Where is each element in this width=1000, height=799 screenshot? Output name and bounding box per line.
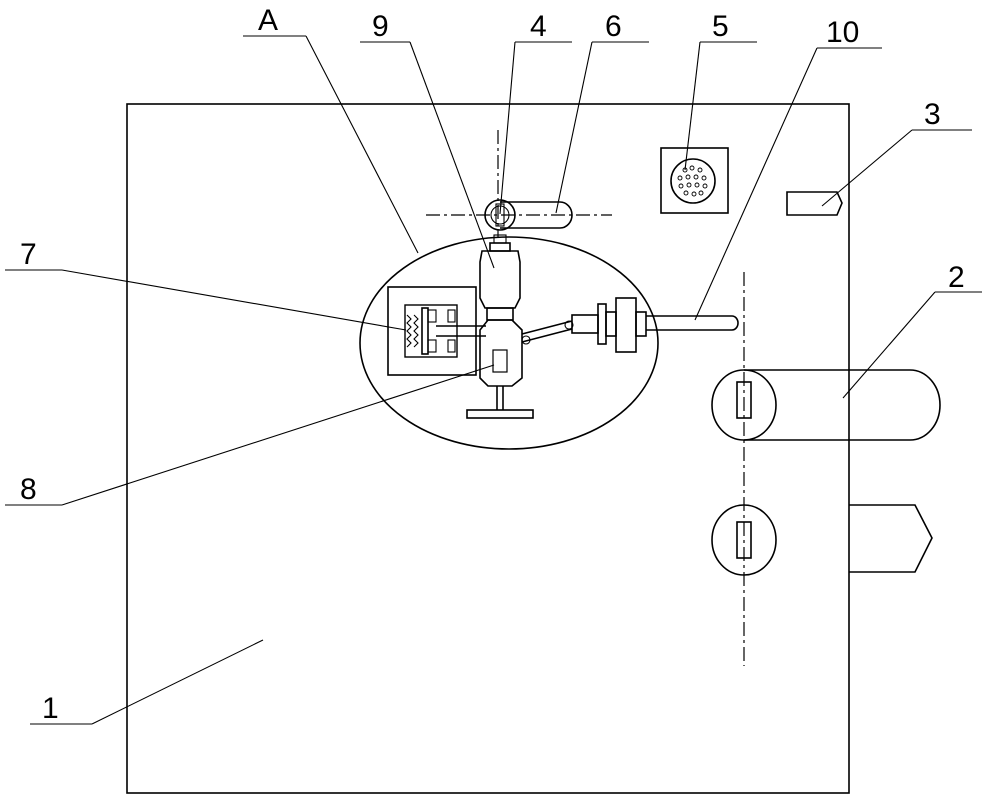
label-6: 6 <box>605 10 622 43</box>
housing-7 <box>387 286 486 376</box>
door-panel <box>126 103 850 794</box>
cylinder-9 <box>479 234 521 321</box>
hinge-lower <box>711 504 933 576</box>
hinge-upper <box>711 369 941 441</box>
label-A: A <box>258 4 278 37</box>
label-9: 9 <box>372 10 389 43</box>
joint-block-8 <box>466 319 534 419</box>
tab-3 <box>786 191 843 216</box>
detail-ellipse-A <box>359 236 659 450</box>
label-2: 2 <box>948 261 965 294</box>
label-3: 3 <box>924 98 941 131</box>
label-8: 8 <box>20 473 37 506</box>
leader-lines <box>5 35 982 725</box>
knob-4-6 <box>426 130 612 238</box>
label-4: 4 <box>530 10 547 43</box>
label-10: 10 <box>826 16 859 49</box>
speaker-5 <box>660 147 729 214</box>
label-5: 5 <box>712 10 729 43</box>
label-1: 1 <box>42 692 59 725</box>
linkage-10 <box>521 297 739 353</box>
label-7: 7 <box>20 238 37 271</box>
